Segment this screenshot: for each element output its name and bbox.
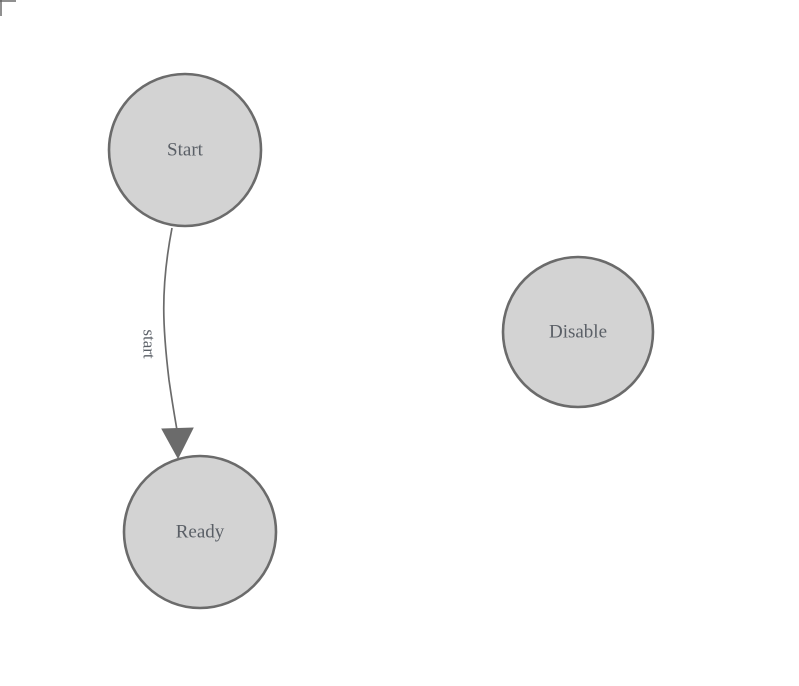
edge-arrowhead-icon	[161, 427, 194, 460]
state-node-start-circle[interactable]	[107, 72, 263, 228]
edge-line	[162, 227, 179, 437]
edge-start-to-ready[interactable]: start	[140, 227, 194, 460]
state-node-disable[interactable]: Disable	[501, 255, 655, 409]
crop-corner-bracket	[0, 0, 16, 16]
state-node-disable-circle[interactable]	[501, 255, 655, 409]
edge-label-group: start	[140, 329, 159, 359]
state-node-ready-label: Ready	[176, 522, 225, 543]
state-node-start-label: Start	[167, 140, 204, 161]
edge-label-start: start	[140, 329, 159, 359]
state-node-disable-label: Disable	[549, 322, 607, 343]
state-node-ready[interactable]: Ready	[122, 454, 278, 610]
state-node-ready-circle[interactable]	[122, 454, 278, 610]
state-node-start[interactable]: Start	[107, 72, 263, 228]
